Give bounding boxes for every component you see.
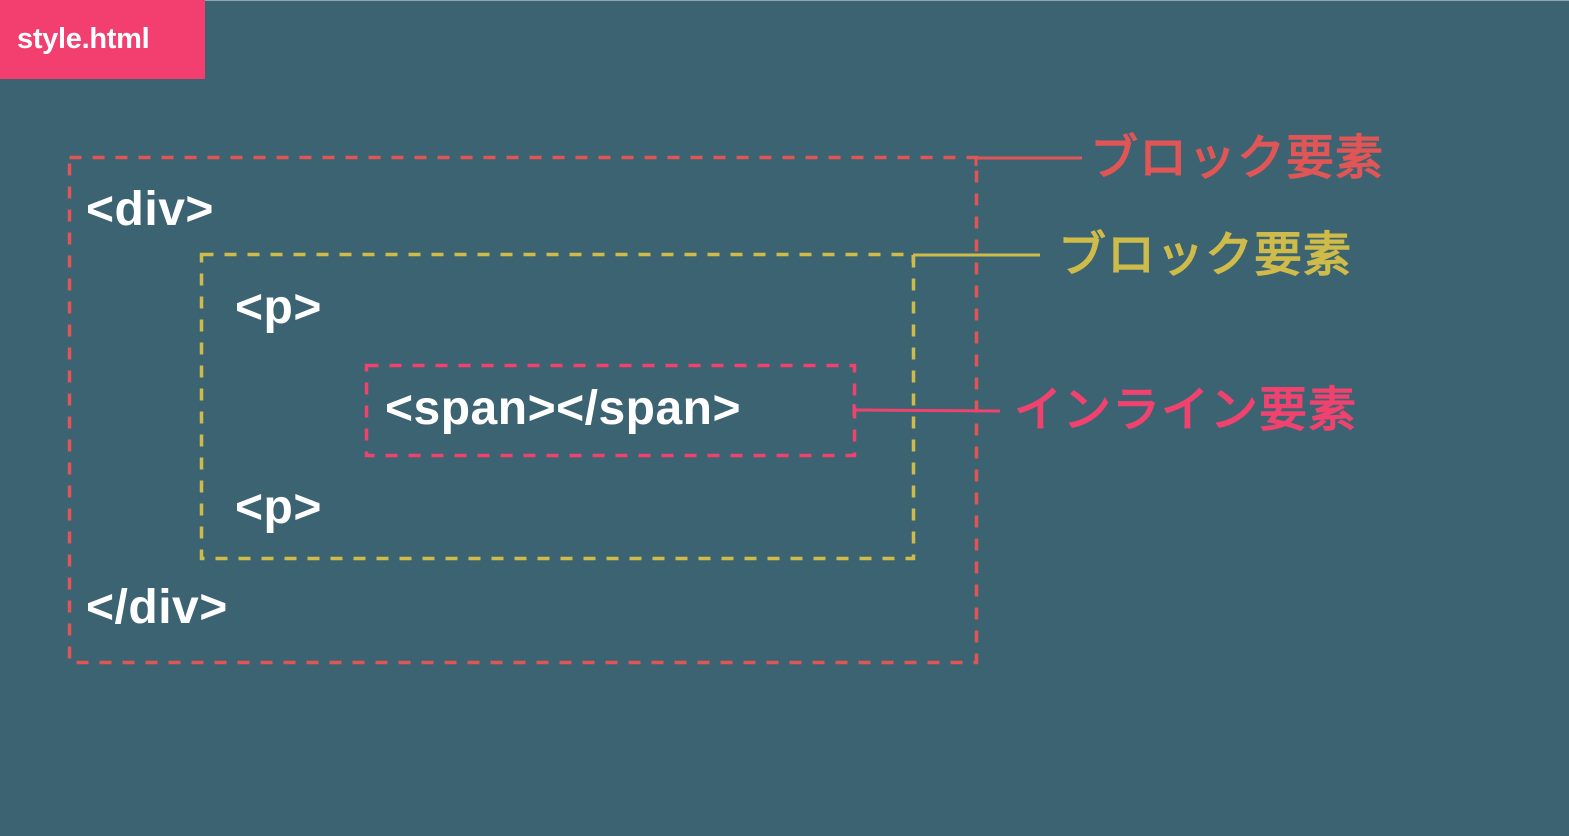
file-tab-title: style.html: [17, 23, 150, 55]
span-connector-line: [853, 408, 1001, 413]
p-block-label: ブロック要素: [1058, 227, 1353, 283]
div-open-tag: <div>: [86, 183, 214, 236]
span-inline-label: インライン要素: [1014, 382, 1358, 438]
file-tab: style.html: [0, 0, 205, 79]
p-open-tag: <p>: [235, 281, 322, 334]
top-edge-line: [0, 0, 1569, 1]
div-close-tag: </div>: [86, 581, 228, 634]
span-tag: <span></span>: [385, 382, 742, 435]
div-block-label: ブロック要素: [1090, 130, 1385, 186]
p-block-box: [199, 252, 916, 561]
p-close-tag: <p>: [235, 481, 322, 534]
